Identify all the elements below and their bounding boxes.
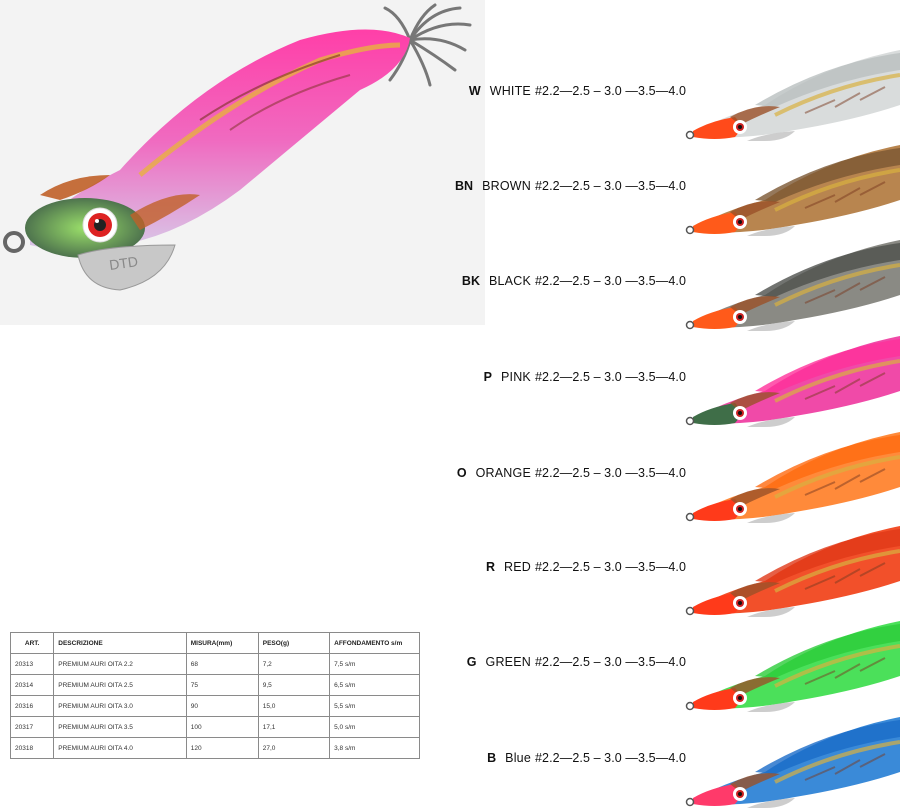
table-cell: 20316 xyxy=(9,695,55,717)
table-header-row: ART. DESCRIZIONE MISURA(mm) PESO(g) AFFO… xyxy=(9,632,420,654)
variant-code: G xyxy=(466,655,477,669)
variant-name: WHITE xyxy=(489,84,531,98)
color-variant-black: BK BLACK #2.2—2.5 – 3.0 —3.5—4.0 xyxy=(420,235,900,331)
variant-code: B xyxy=(487,751,497,765)
column-header-art: ART. xyxy=(9,632,55,654)
table-cell: 75 xyxy=(185,674,259,696)
variant-lure-image xyxy=(685,432,900,523)
variant-name: GREEN xyxy=(485,655,531,669)
column-header-size: MISURA(mm) xyxy=(185,632,259,654)
variant-code: O xyxy=(456,466,467,480)
variant-sizes: #2.2—2.5 – 3.0 —3.5—4.0 xyxy=(534,370,686,384)
variant-lure-image xyxy=(685,145,900,236)
variant-name: BLACK xyxy=(488,274,531,288)
color-variant-orange: O ORANGE #2.2—2.5 – 3.0 —3.5—4.0 xyxy=(420,427,900,523)
specifications-table: ART. DESCRIZIONE MISURA(mm) PESO(g) AFFO… xyxy=(9,632,420,759)
variant-lure-image xyxy=(685,526,900,617)
variant-sizes: #2.2—2.5 – 3.0 —3.5—4.0 xyxy=(534,655,686,669)
column-header-weight: PESO(g) xyxy=(257,632,331,654)
table-cell: 20317 xyxy=(9,716,55,738)
variant-name: PINK xyxy=(501,370,531,384)
variant-sizes: #2.2—2.5 – 3.0 —3.5—4.0 xyxy=(534,466,686,480)
variant-name: ORANGE xyxy=(475,466,531,480)
table-cell: 20318 xyxy=(9,737,55,759)
variant-code: P xyxy=(483,370,492,384)
table-cell: 17,1 xyxy=(257,716,331,738)
variant-sizes: #2.2—2.5 – 3.0 —3.5—4.0 xyxy=(534,84,686,98)
table-cell: 20313 xyxy=(9,653,55,675)
table-cell: 68 xyxy=(185,653,259,675)
variant-sizes: #2.2—2.5 – 3.0 —3.5—4.0 xyxy=(534,751,686,765)
table-cell: PREMIUM AURI OITA 3.5 xyxy=(53,716,187,738)
table-cell: 5,0 s/m xyxy=(329,716,420,738)
variant-sizes: #2.2—2.5 – 3.0 —3.5—4.0 xyxy=(534,560,686,574)
svg-text:DTD: DTD xyxy=(108,253,139,273)
color-variant-red: R RED #2.2—2.5 – 3.0 —3.5—4.0 xyxy=(420,521,900,617)
variant-name: BROWN xyxy=(482,179,531,193)
table-cell: 7,2 xyxy=(257,653,331,675)
color-variant-green: G GREEN #2.2—2.5 – 3.0 —3.5—4.0 xyxy=(420,616,900,712)
color-variant-blue: B Blue #2.2—2.5 – 3.0 —3.5—4.0 xyxy=(420,712,900,808)
table-cell: 6,5 s/m xyxy=(329,674,420,696)
variant-lure-image xyxy=(685,50,900,141)
variant-name: Blue xyxy=(505,751,531,765)
table-cell: 15,0 xyxy=(257,695,331,717)
color-variant-pink: P PINK #2.2—2.5 – 3.0 —3.5—4.0 xyxy=(420,331,900,427)
hero-lure-image: DTD xyxy=(0,0,485,325)
variant-name: RED xyxy=(503,560,531,574)
table-cell: 90 xyxy=(185,695,259,717)
variant-lure-image xyxy=(685,240,900,331)
table-cell: 3,8 s/m xyxy=(329,737,420,759)
table-cell: PREMIUM AURI OITA 4.0 xyxy=(53,737,187,759)
table-cell: 27,0 xyxy=(257,737,331,759)
table-cell: 9,5 xyxy=(257,674,331,696)
variant-code: BN xyxy=(455,179,474,193)
variant-code: R xyxy=(485,560,495,574)
table-cell: 20314 xyxy=(9,674,55,696)
column-header-description: DESCRIZIONE xyxy=(53,632,187,654)
column-header-sink-rate: AFFONDAMENTO s/m xyxy=(329,632,420,654)
variant-lure-image xyxy=(685,621,900,712)
color-variant-white: W WHITE #2.2—2.5 – 3.0 —3.5—4.0 xyxy=(420,45,900,141)
variant-sizes: #2.2—2.5 – 3.0 —3.5—4.0 xyxy=(534,179,686,193)
variant-lure-image xyxy=(685,717,900,808)
table-cell: PREMIUM AURI OITA 2.2 xyxy=(53,653,187,675)
table-cell: 7,5 s/m xyxy=(329,653,420,675)
table-cell: 120 xyxy=(185,737,259,759)
table-cell: PREMIUM AURI OITA 2.5 xyxy=(53,674,187,696)
table-cell: PREMIUM AURI OITA 3.0 xyxy=(53,695,187,717)
variant-lure-image xyxy=(685,336,900,427)
table-cell: 100 xyxy=(185,716,259,738)
variant-code: W xyxy=(468,84,481,98)
variant-code: BK xyxy=(461,274,480,288)
variant-sizes: #2.2—2.5 – 3.0 —3.5—4.0 xyxy=(534,274,686,288)
color-variant-brown: BN BROWN #2.2—2.5 – 3.0 —3.5—4.0 xyxy=(420,140,900,236)
table-cell: 5,5 s/m xyxy=(329,695,420,717)
